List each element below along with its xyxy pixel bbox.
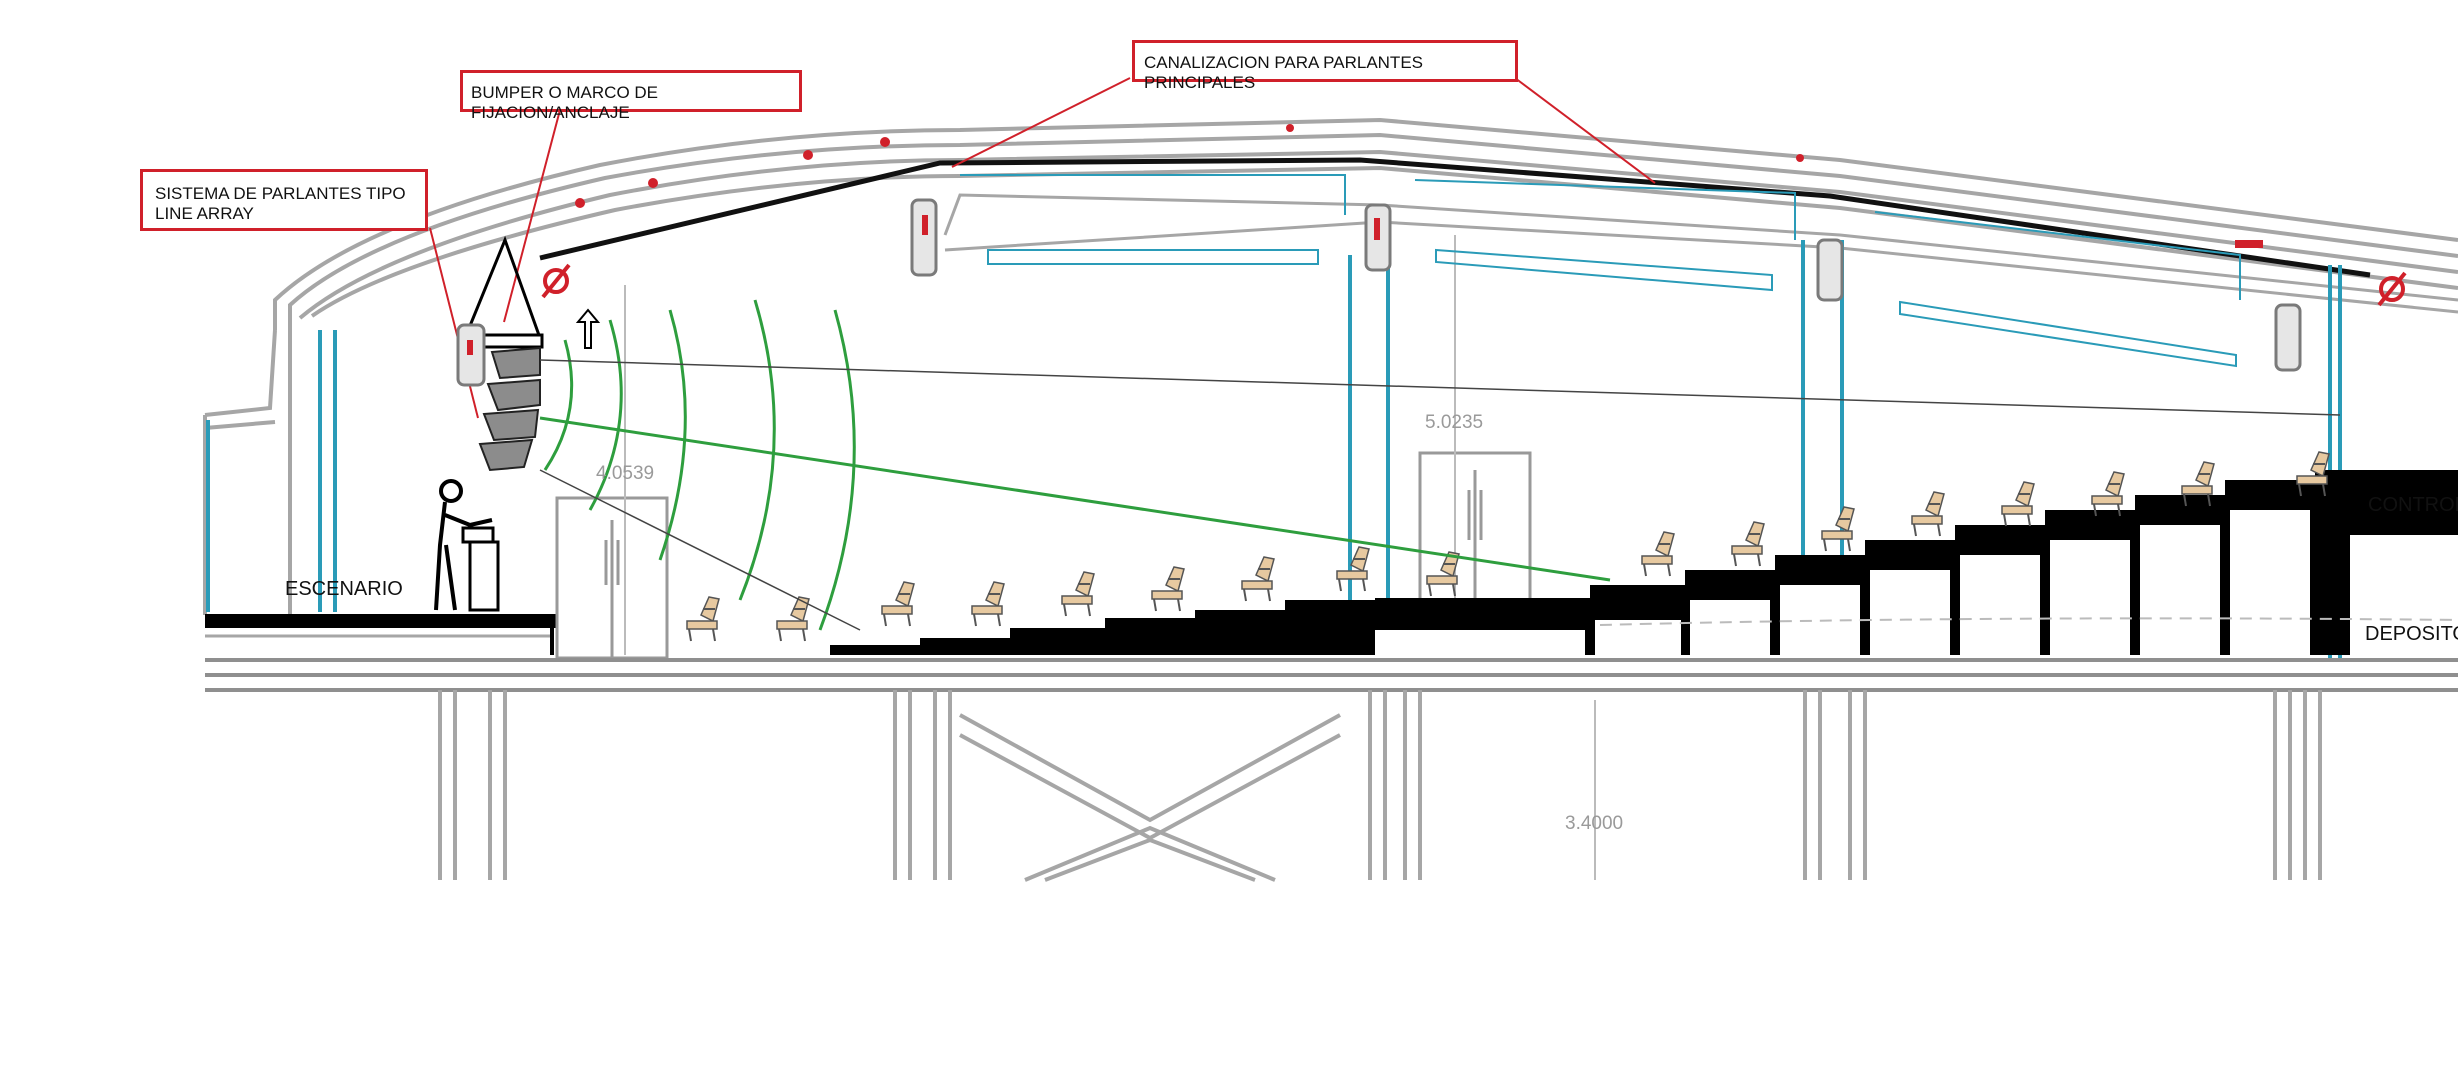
room-label-escenario: ESCENARIO — [285, 578, 403, 600]
canalizacion-line — [539, 157, 2371, 278]
room-label-control: CONTROL — [2368, 494, 2458, 516]
callout-canalizacion: CANALIZACION PARA PARLANTES PRINCIPALES — [1132, 40, 1518, 92]
up-arrow-icon — [575, 308, 601, 349]
dimension-label: 5.0235 — [1425, 412, 1484, 433]
callout-bumper: BUMPER O MARCO DE FIJACION/ANCLAJE — [460, 70, 802, 122]
door-stage — [555, 496, 669, 660]
dimension-label: 3.4000 — [1565, 813, 1624, 834]
stage-building — [203, 329, 292, 615]
lower-structure — [438, 690, 2322, 882]
speaker-figure — [434, 479, 500, 612]
sound-waves — [539, 299, 1611, 631]
coverage-lines — [539, 359, 2341, 631]
diameter-symbol — [2377, 271, 2407, 307]
wall-panels — [960, 174, 2241, 368]
diameter-symbol — [541, 263, 571, 299]
line-array-speaker — [456, 235, 544, 472]
dimension-lines — [624, 235, 1596, 880]
callout-bumper-text: BUMPER O MARCO DE FIJACION/ANCLAJE — [471, 83, 659, 122]
hanging-equipment-marks — [467, 215, 2263, 355]
stage-platform — [205, 614, 558, 628]
floor-slab — [205, 658, 2458, 692]
dimension-label: 4.0539 — [596, 463, 655, 484]
roof-bolts — [575, 124, 1804, 208]
callout-line-array-text: SISTEMA DE PARLANTES TIPO LINE ARRAY — [155, 184, 406, 223]
callout-canalizacion-text: CANALIZACION PARA PARLANTES PRINCIPALES — [1144, 53, 1423, 92]
callout-line-array: SISTEMA DE PARLANTES TIPO LINE ARRAY — [140, 169, 428, 231]
room-label-deposito: DEPOSITO — [2365, 623, 2458, 645]
seating-risers — [1375, 510, 2458, 655]
